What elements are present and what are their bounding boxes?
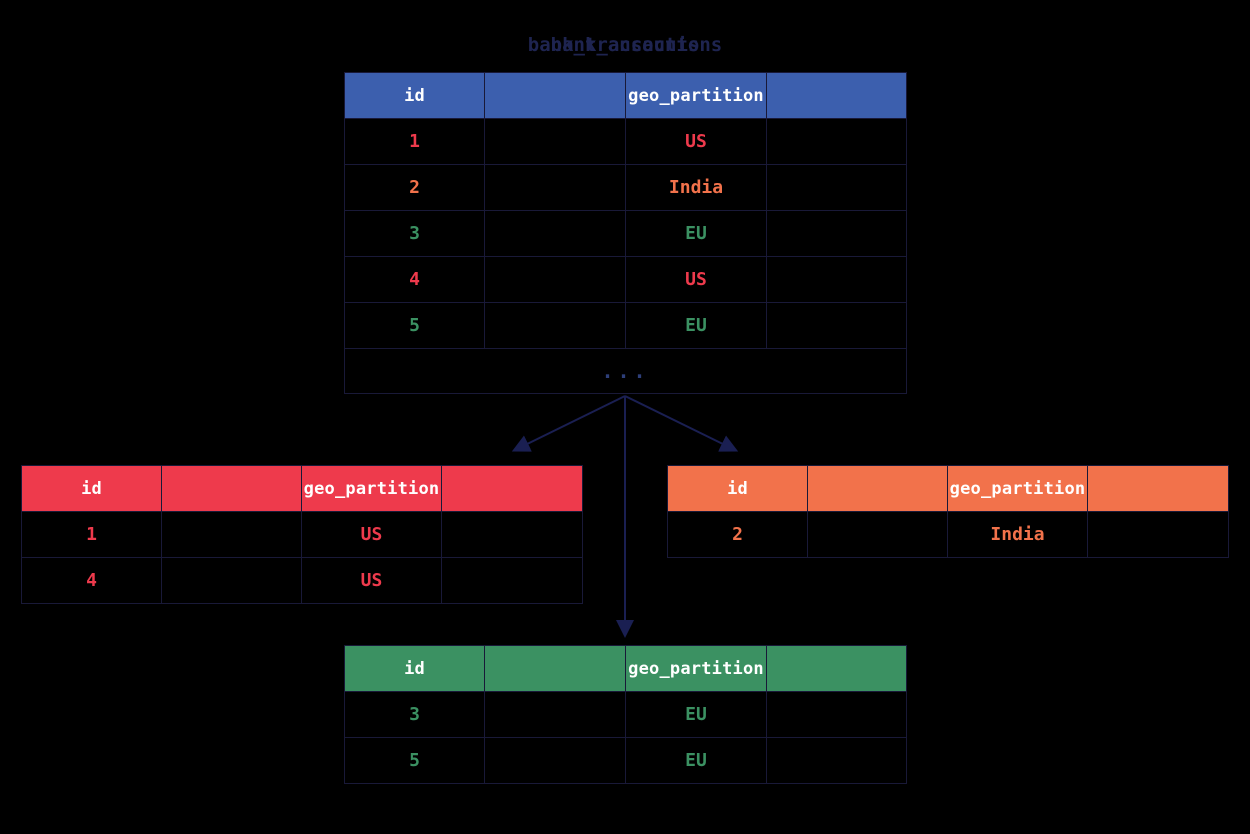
cell-id: 4	[344, 256, 485, 303]
partition-table-eu: id geo_partition 3 EU 5 EU	[344, 645, 907, 784]
cell-geo-partition: EU	[625, 302, 767, 349]
column-header-blank-1	[484, 72, 626, 119]
column-header-blank-1	[484, 645, 626, 692]
cell-geo-partition: India	[625, 164, 767, 211]
cell-blank-1	[484, 302, 626, 349]
cell-id: 3	[344, 210, 485, 257]
cell-blank-2	[766, 691, 907, 738]
table-row: 2 India	[344, 164, 907, 211]
page-title-line-2: bank_accounts	[550, 34, 700, 56]
cell-id: 5	[344, 737, 485, 784]
column-header-blank-2	[766, 645, 907, 692]
column-header-blank-1	[161, 465, 302, 512]
table-header-row: id geo_partition	[344, 645, 907, 692]
column-header-geo-partition: geo_partition	[301, 465, 442, 512]
cell-geo-partition: US	[625, 118, 767, 165]
cell-blank-1	[484, 256, 626, 303]
cell-blank-2	[441, 511, 583, 558]
cell-geo-partition: US	[301, 511, 442, 558]
cell-blank-1	[484, 164, 626, 211]
cell-blank-2	[766, 737, 907, 784]
page-title-line-1: bank_transactions	[527, 34, 723, 56]
column-header-id: id	[667, 465, 808, 512]
column-header-geo-partition: geo_partition	[947, 465, 1088, 512]
table-row-ellipsis: ...	[344, 348, 907, 394]
cell-blank-2	[766, 256, 907, 303]
cell-geo-partition: EU	[625, 210, 767, 257]
cell-id: 1	[21, 511, 162, 558]
cell-geo-partition: EU	[625, 737, 767, 784]
cell-id: 1	[344, 118, 485, 165]
table-header-row: id geo_partition	[667, 465, 1229, 512]
partition-table-us: id geo_partition 1 US 4 US	[21, 465, 583, 604]
cell-id: 5	[344, 302, 485, 349]
cell-blank-2	[766, 118, 907, 165]
column-header-blank-2	[441, 465, 583, 512]
column-header-id: id	[344, 72, 485, 119]
cell-blank-2	[766, 164, 907, 211]
cell-geo-partition: EU	[625, 691, 767, 738]
table-row: 2 India	[667, 511, 1229, 558]
column-header-blank-2	[1087, 465, 1229, 512]
cell-id: 3	[344, 691, 485, 738]
cell-blank-1	[807, 511, 948, 558]
table-row: 4 US	[344, 256, 907, 303]
cell-geo-partition: India	[947, 511, 1088, 558]
column-header-id: id	[21, 465, 162, 512]
partition-table-india: id geo_partition 2 India	[667, 465, 1229, 558]
cell-blank-2	[441, 557, 583, 604]
cell-id: 2	[344, 164, 485, 211]
cell-blank-1	[161, 557, 302, 604]
cell-geo-partition: US	[625, 256, 767, 303]
table-row: 3 EU	[344, 210, 907, 257]
table-row: 3 EU	[344, 691, 907, 738]
table-header-row: id geo_partition	[344, 72, 907, 119]
cell-blank-2	[766, 210, 907, 257]
source-table-bank-transactions: id geo_partition 1 US 2 India 3	[344, 72, 907, 394]
table-row: 1 US	[21, 511, 583, 558]
cell-blank-1	[484, 737, 626, 784]
table-header-row: id geo_partition	[21, 465, 583, 512]
page-title: bank_transactions bank_accounts	[0, 34, 1250, 60]
column-header-geo-partition: geo_partition	[625, 72, 767, 119]
table-row: 4 US	[21, 557, 583, 604]
table-row: 5 EU	[344, 302, 907, 349]
cell-blank-1	[484, 118, 626, 165]
arrow-to-india-partition	[624, 395, 739, 452]
column-header-blank-2	[766, 72, 907, 119]
arrow-to-us-partition	[511, 395, 626, 452]
cell-id: 2	[667, 511, 808, 558]
cell-geo-partition: US	[301, 557, 442, 604]
column-header-id: id	[344, 645, 485, 692]
cell-ellipsis: ...	[344, 348, 907, 394]
cell-blank-1	[161, 511, 302, 558]
table-row: 1 US	[344, 118, 907, 165]
column-header-blank-1	[807, 465, 948, 512]
cell-blank-1	[484, 691, 626, 738]
table-row: 5 EU	[344, 737, 907, 784]
cell-blank-1	[484, 210, 626, 257]
cell-blank-2	[766, 302, 907, 349]
cell-blank-2	[1087, 511, 1229, 558]
column-header-geo-partition: geo_partition	[625, 645, 767, 692]
cell-id: 4	[21, 557, 162, 604]
